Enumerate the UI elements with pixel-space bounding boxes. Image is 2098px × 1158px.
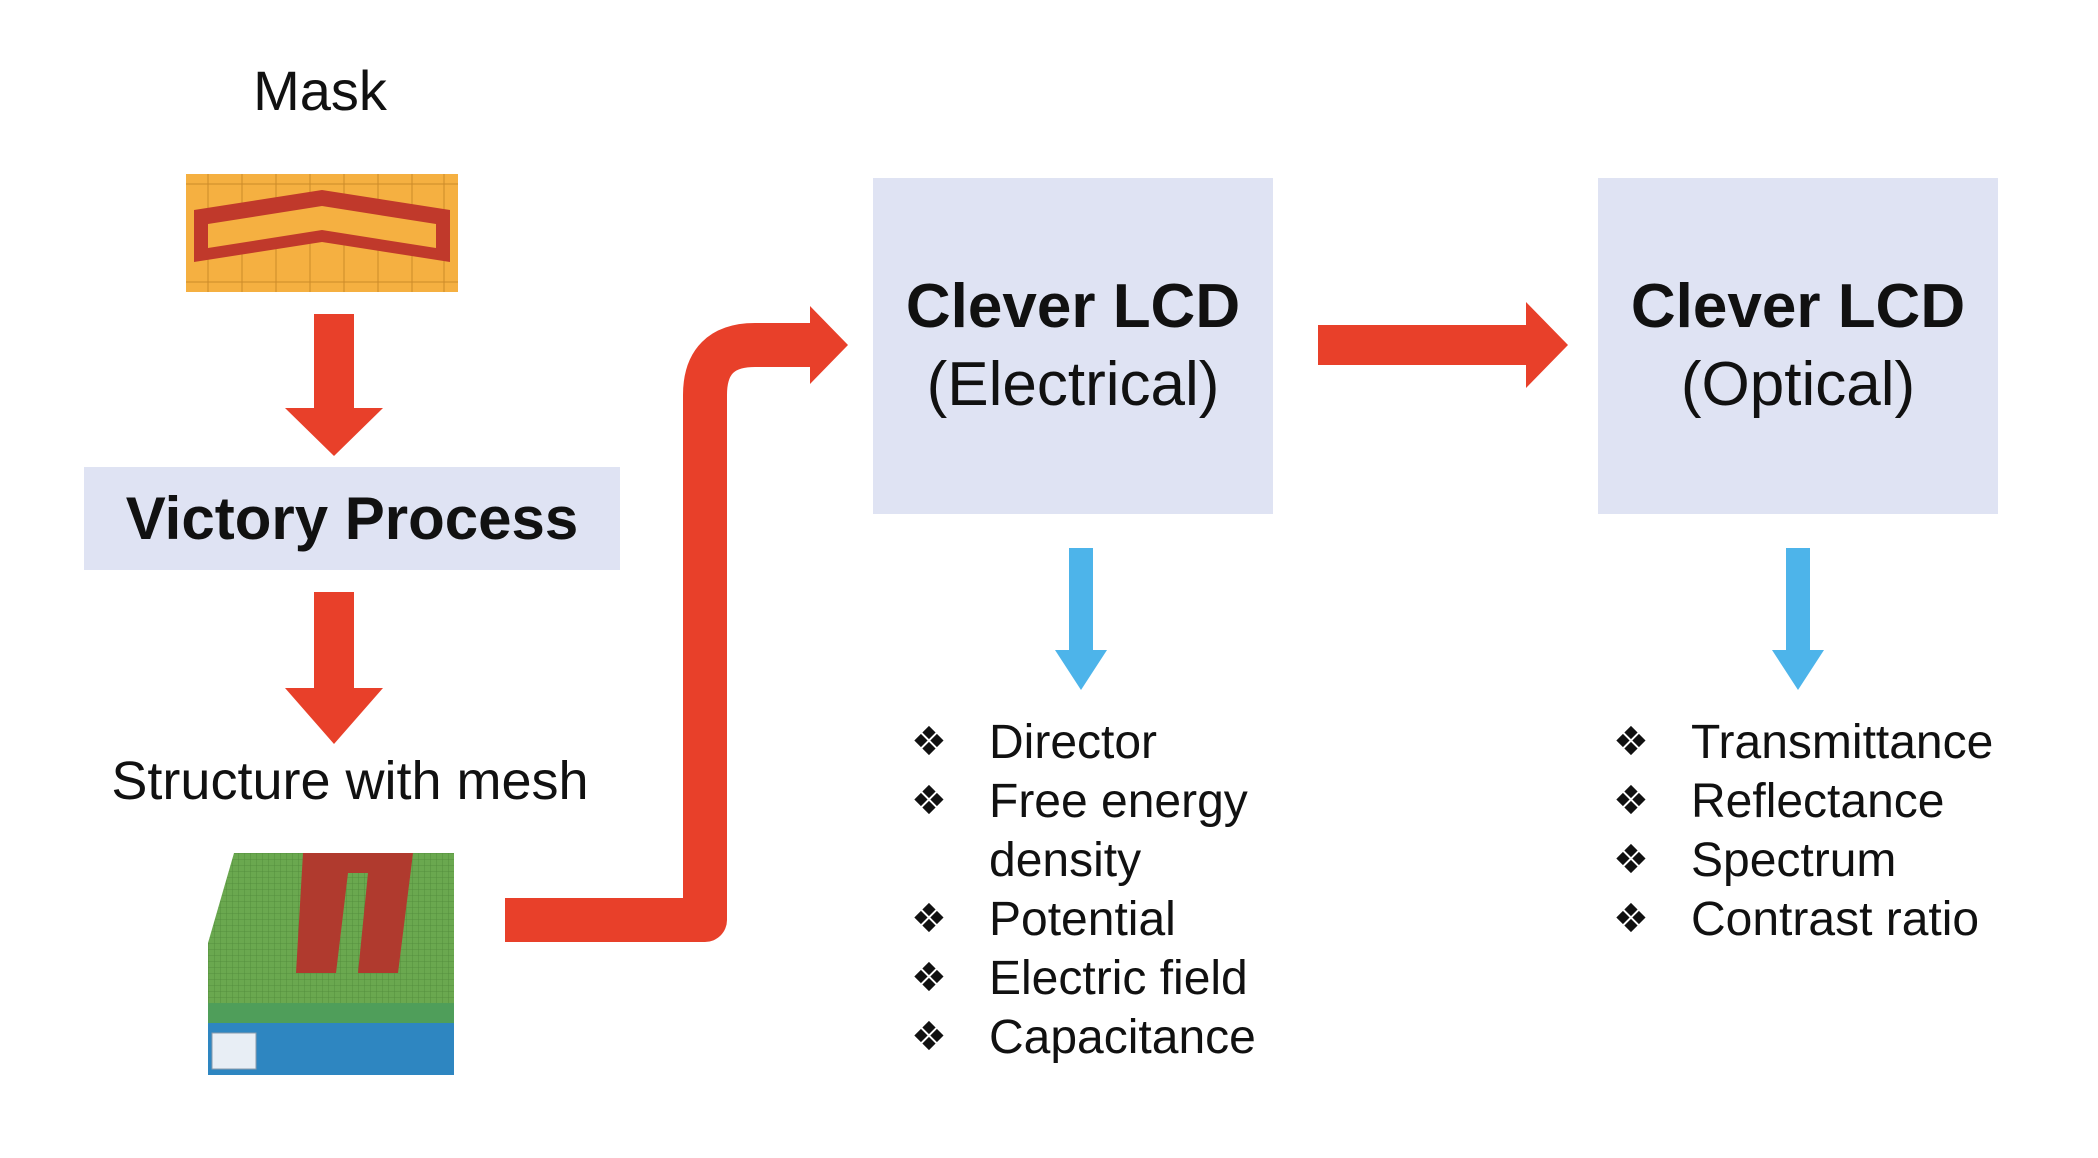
bullet-icon: ❖ xyxy=(911,955,947,1001)
optical-title: Clever LCD xyxy=(1630,272,1966,341)
clever-lcd-electrical-box: Clever LCD (Electrical) xyxy=(873,178,1273,514)
output-reflectance: Reflectance xyxy=(1691,775,1945,828)
optical-outputs-list: ❖ Transmittance ❖ Reflectance ❖ Spectrum… xyxy=(1607,713,2077,949)
list-item: ❖ Transmittance xyxy=(1607,713,2077,772)
mask-label: Mask xyxy=(253,59,387,122)
output-director: Director xyxy=(989,716,1158,769)
bullet-icon: ❖ xyxy=(1613,719,1649,765)
bullet-icon: ❖ xyxy=(1613,896,1649,942)
bullet-icon: ❖ xyxy=(1613,837,1649,883)
list-item: ❖ Spectrum xyxy=(1607,831,2077,890)
structure-mesh-image xyxy=(208,853,454,1075)
victory-process-label: Victory Process xyxy=(125,485,579,552)
list-item: ❖ Contrast ratio xyxy=(1607,890,2077,949)
arrow-electrical-outputs xyxy=(1055,548,1107,690)
arrow-electrical-to-optical xyxy=(1318,302,1568,388)
optical-subtitle: (Optical) xyxy=(1680,350,1916,419)
output-free-energy-density: Free energy density xyxy=(989,775,1248,887)
list-item: ❖ Director xyxy=(905,713,1325,772)
electrical-subtitle: (Electrical) xyxy=(926,350,1220,419)
list-item: ❖ Potential xyxy=(905,890,1325,949)
output-spectrum: Spectrum xyxy=(1691,834,1897,887)
arrow-victory-to-structure xyxy=(285,592,383,744)
electrical-title: Clever LCD xyxy=(905,272,1241,341)
list-item: ❖ Electric field xyxy=(905,949,1325,1008)
mask-layout-image xyxy=(186,174,458,292)
bullet-icon: ❖ xyxy=(1613,778,1649,824)
victory-process-box: Victory Process xyxy=(84,467,620,570)
arrow-optical-outputs xyxy=(1772,548,1824,690)
clever-lcd-optical-box: Clever LCD (Optical) xyxy=(1598,178,1998,514)
bullet-icon: ❖ xyxy=(911,778,947,824)
bullet-icon: ❖ xyxy=(911,1014,947,1060)
list-item: ❖ Reflectance xyxy=(1607,772,2077,831)
electrical-outputs-list: ❖ Director ❖ Free energy density ❖ Poten… xyxy=(905,713,1325,1067)
structure-label: Structure with mesh xyxy=(111,751,589,811)
output-capacitance: Capacitance xyxy=(989,1011,1256,1064)
bullet-icon: ❖ xyxy=(911,719,947,765)
output-potential: Potential xyxy=(989,893,1176,946)
output-transmittance: Transmittance xyxy=(1691,716,1994,769)
arrow-structure-to-electrical xyxy=(505,306,848,942)
output-contrast-ratio: Contrast ratio xyxy=(1691,893,1980,946)
output-electric-field: Electric field xyxy=(989,952,1248,1005)
bullet-icon: ❖ xyxy=(911,896,947,942)
list-item: ❖ Capacitance xyxy=(905,1008,1325,1067)
list-item: ❖ Free energy density xyxy=(905,772,1325,890)
arrow-mask-to-victory xyxy=(285,314,383,456)
